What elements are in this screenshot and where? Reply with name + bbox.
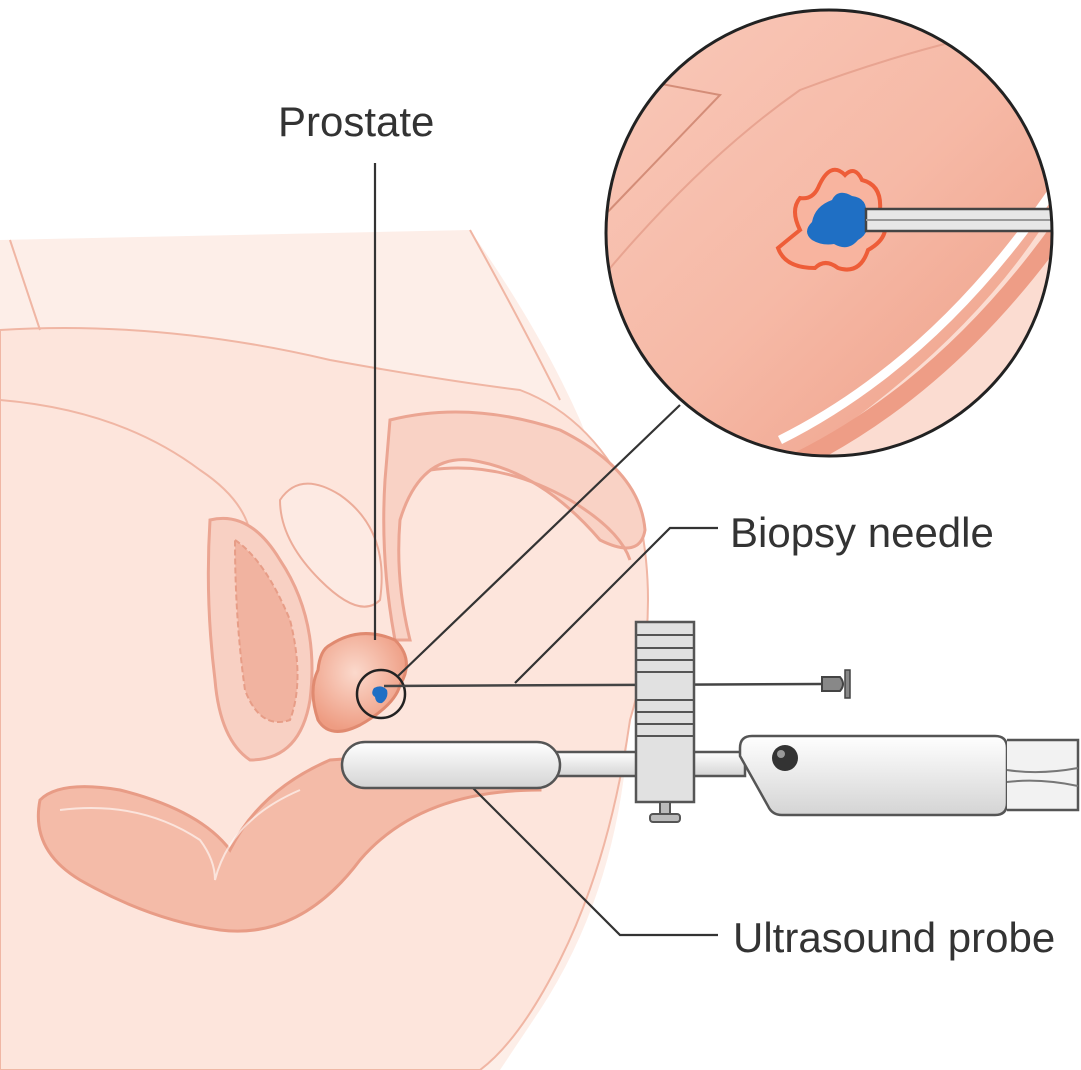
biopsy-needle-label: Biopsy needle: [730, 509, 994, 556]
leader-lines: [373, 163, 718, 937]
prostate-label: Prostate: [278, 98, 435, 145]
zoom-marker: [355, 668, 407, 720]
ultrasound-probe: [340, 620, 1080, 823]
inner-organs: [206, 410, 647, 762]
ultrasound-probe-label: Ultrasound probe: [733, 914, 1056, 961]
rectum: [36, 743, 542, 933]
biopsy-needle: [383, 669, 851, 699]
zoom-inset: [604, 8, 1054, 458]
